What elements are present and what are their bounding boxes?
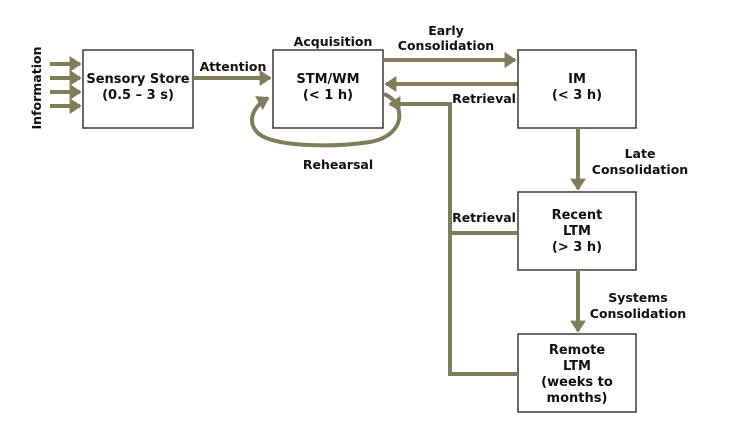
stm-wm-title: STM/WM bbox=[296, 72, 359, 87]
sensory-store-title: Sensory Store bbox=[86, 72, 189, 87]
late-consolidation-label-2: Consolidation bbox=[592, 162, 688, 177]
sensory-store-duration: (0.5 – 3 s) bbox=[102, 88, 174, 103]
remote-ltm-line-2: LTM bbox=[563, 359, 591, 374]
recent-ltm-box: Recent LTM (> 3 h) bbox=[517, 191, 637, 271]
acquisition-label: Acquisition bbox=[294, 34, 373, 49]
sensory-store-box: Sensory Store (0.5 – 3 s) bbox=[82, 49, 194, 129]
systems-consolidation-label-2: Consolidation bbox=[590, 306, 686, 321]
remote-ltm-duration-2: months) bbox=[547, 391, 608, 406]
rehearsal-loop-arrow bbox=[250, 92, 402, 148]
recent-ltm-duration: (> 3 h) bbox=[552, 240, 602, 255]
im-duration: (< 3 h) bbox=[552, 88, 602, 103]
early-consolidation-label-1: Early bbox=[428, 23, 464, 38]
remote-ltm-box: Remote LTM (weeks to months) bbox=[517, 333, 637, 413]
late-consolidation-label-1: Late bbox=[625, 146, 656, 161]
im-title: IM bbox=[568, 72, 586, 87]
remote-ltm-duration-1: (weeks to bbox=[541, 375, 613, 390]
information-label: Information bbox=[29, 47, 44, 130]
recent-ltm-line-2: LTM bbox=[563, 224, 591, 239]
systems-consolidation-label-1: Systems bbox=[608, 290, 668, 305]
remote-ltm-line-1: Remote bbox=[549, 343, 606, 358]
stm-wm-duration: (< 1 h) bbox=[303, 88, 353, 103]
early-consolidation-label-2: Consolidation bbox=[398, 38, 494, 53]
recent-ltm-line-1: Recent bbox=[552, 208, 603, 223]
stm-wm-box: STM/WM (< 1 h) bbox=[272, 49, 384, 129]
attention-label: Attention bbox=[200, 59, 267, 74]
retrieval-im-label: Retrieval bbox=[452, 91, 516, 106]
im-box: IM (< 3 h) bbox=[517, 49, 637, 129]
rehearsal-label: Rehearsal bbox=[303, 157, 373, 172]
retrieval-ltm-path bbox=[390, 104, 518, 376]
retrieval-ltm-label: Retrieval bbox=[452, 210, 516, 225]
